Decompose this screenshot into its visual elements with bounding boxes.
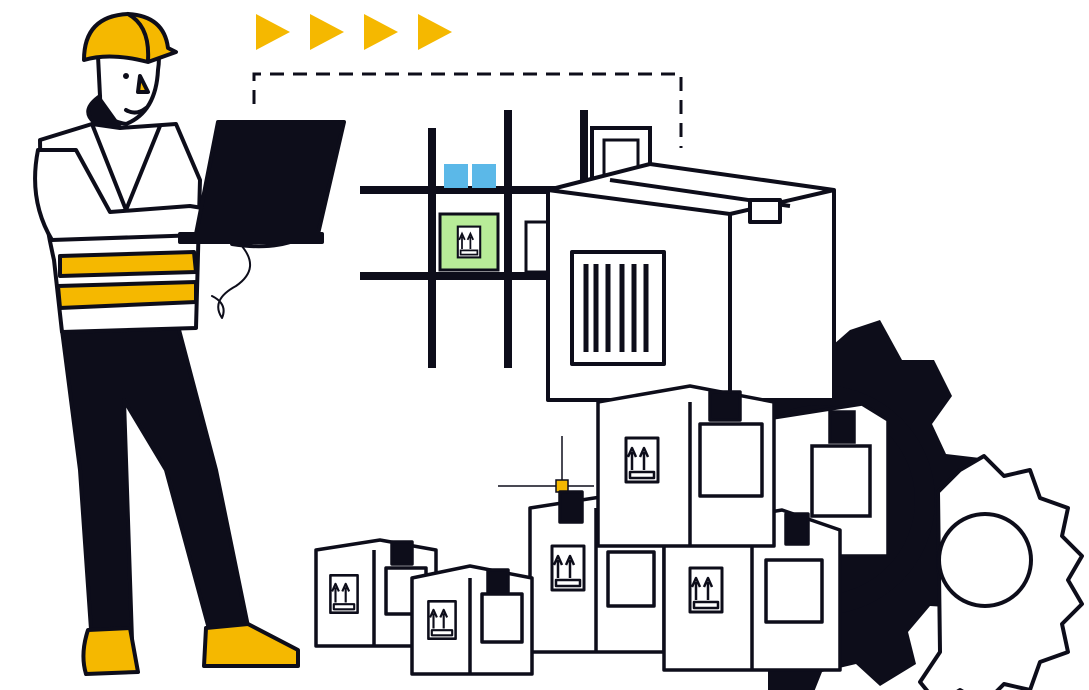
barcode-box	[546, 162, 836, 402]
boot	[202, 622, 300, 668]
shipping-box	[662, 508, 842, 672]
hard-hat-icon	[82, 12, 178, 64]
this-side-up-icon	[550, 544, 586, 592]
play-arrow-icon	[364, 14, 398, 50]
play-arrows	[256, 14, 452, 50]
dashed-connector	[252, 72, 683, 148]
warehouse-worker	[33, 12, 346, 676]
laptop-icon	[178, 120, 346, 244]
play-arrow-icon	[310, 14, 344, 50]
laptop-cord	[211, 243, 251, 319]
shipping-box	[410, 564, 534, 676]
play-arrow-icon	[256, 14, 290, 50]
boot	[81, 626, 140, 676]
shelf-box-blue	[472, 164, 496, 188]
shelf-box-blue	[444, 164, 468, 188]
this-side-up-icon	[426, 599, 458, 641]
this-side-up-icon	[624, 436, 660, 484]
gear-icon	[918, 454, 1084, 690]
this-side-up-icon	[328, 573, 360, 615]
shipping-box	[596, 384, 776, 548]
shelf-box	[524, 220, 550, 274]
shelf-box-green	[438, 212, 500, 272]
this-side-up-icon	[688, 566, 724, 614]
barcode-icon	[570, 250, 666, 366]
play-arrow-icon	[418, 14, 452, 50]
shelving-rack	[360, 110, 588, 368]
